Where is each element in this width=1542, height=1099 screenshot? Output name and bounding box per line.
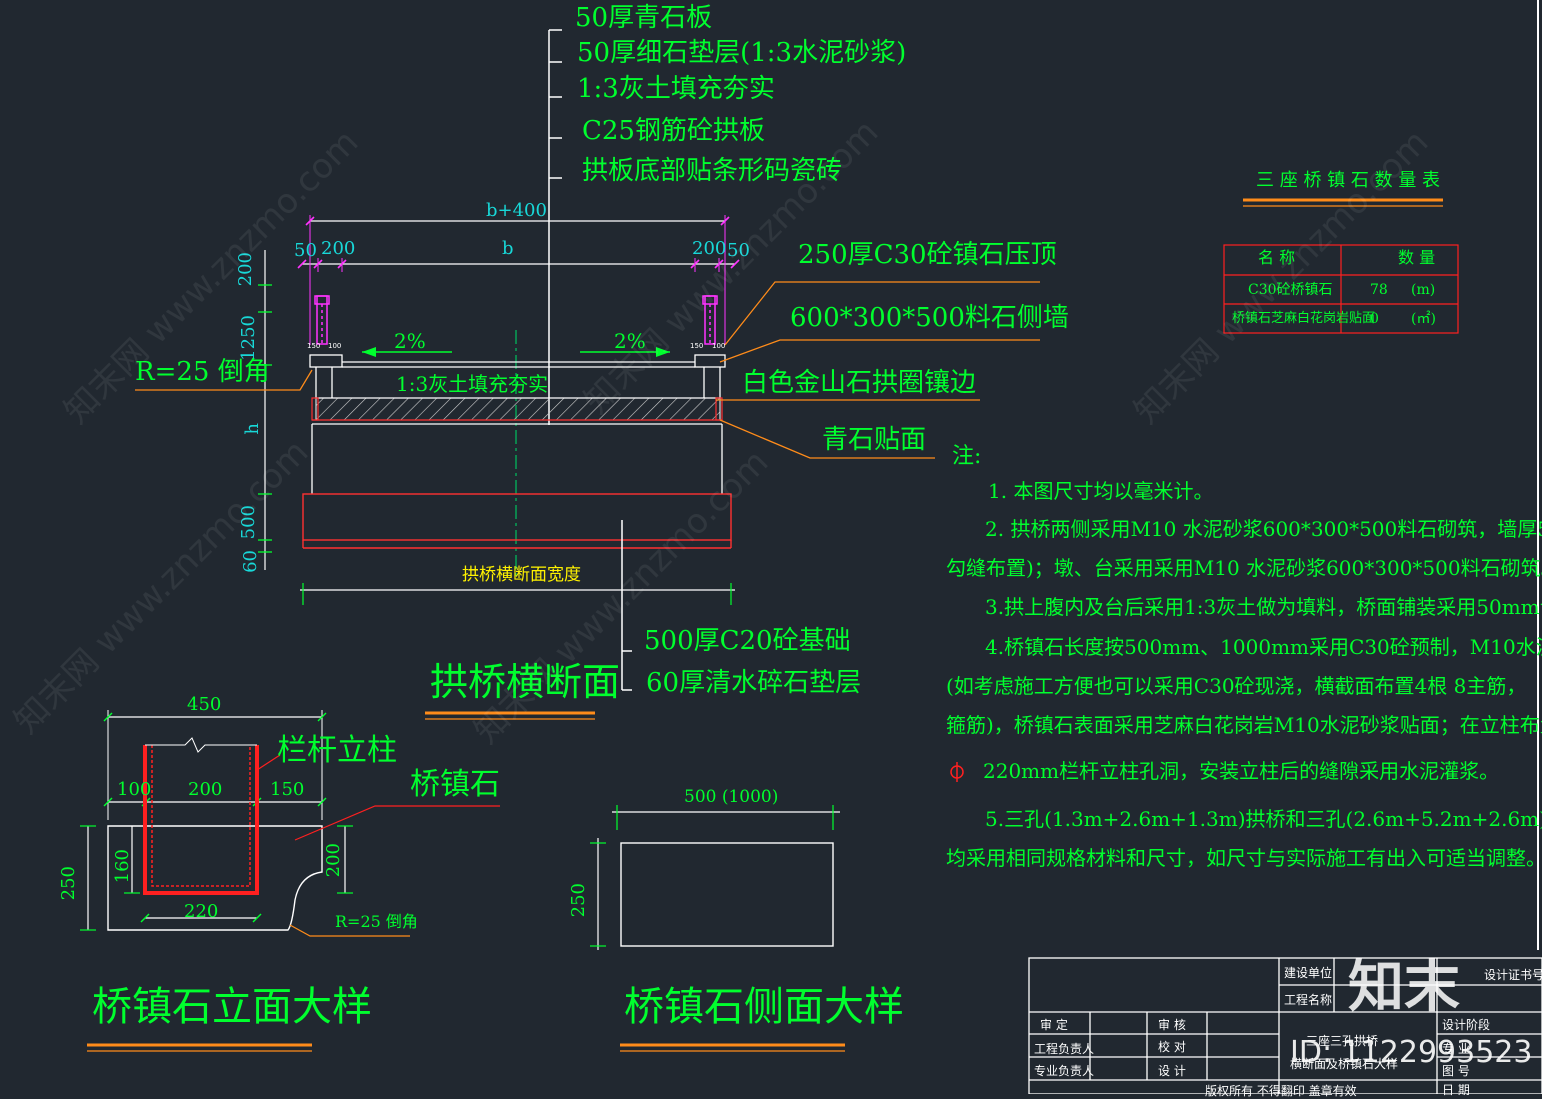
callout-wall: 600*300*500料石侧墙 [790, 303, 1069, 333]
tiny-dim-b: 100 [328, 342, 342, 350]
tb-review: 审 核 [1158, 1018, 1186, 1032]
dim-500-v: 500 [238, 505, 259, 540]
note-line-3: 勾缝布置)；墩、台采用采用M10 水泥砂浆600*300*500料石砌筑。 [946, 556, 1542, 580]
quantity-table [1223, 244, 1459, 334]
tb-pro-lead: 专业负责人 [1034, 1064, 1095, 1078]
dim-200-v: 200 [235, 252, 256, 287]
table-title: 三 座 桥 镇 石 数 量 表 [1256, 170, 1441, 191]
tb-date: 日 期 [1442, 1083, 1470, 1097]
elev-dim-160: 160 [112, 849, 133, 884]
layer-label-5: 拱板底部贴条形码瓷砖 [582, 156, 843, 186]
tiny-dim-a: 150 [307, 342, 321, 350]
fill-label: 1:3灰土填充夯实 [396, 372, 549, 396]
callout-cap: 250厚C30砼镇石压顶 [798, 240, 1057, 270]
layer-label-2: 50厚细石垫层(1:3水泥砂浆) [577, 38, 907, 68]
dim-50-right: 50 [727, 240, 750, 261]
tb-cert-no: 设计证书号 [1484, 968, 1542, 982]
label-chamfer-elev: R=25 倒角 [335, 912, 418, 931]
layer-gravel: 60厚清水碎石垫层 [646, 668, 862, 698]
dim-total: b+400 [486, 200, 547, 221]
note-line-4: 3.拱上腹内及台后采用1:3灰土做为填料，桥面铺装采用50mm青 [985, 595, 1542, 619]
layer-label-1: 50厚青石板 [575, 3, 713, 33]
title-side: 桥镇石侧面大样 [624, 984, 904, 1030]
callout-chamfer: R=25 倒角 [135, 357, 270, 387]
elev-dim-450: 450 [187, 694, 222, 715]
elev-dim-100: 100 [117, 779, 152, 800]
callout-arch-edge: 白色金山石拱圈镶边 [742, 368, 977, 398]
label-post: 栏杆立柱 [277, 733, 397, 768]
dim-60-v: 60 [240, 550, 261, 573]
elev-dim-150: 150 [270, 779, 305, 800]
cross-section [135, 29, 1040, 691]
slope-right: 2% [614, 329, 646, 353]
title-cross-section: 拱桥横断面 [430, 660, 621, 704]
side-dim-width: 500 (1000) [684, 787, 779, 807]
dim-b: b [502, 238, 514, 259]
dim-h-v: h [242, 423, 263, 435]
table-row1-name: C30砼桥镇石 [1248, 282, 1333, 298]
dim-1250-v: 1250 [238, 315, 259, 361]
tiny-dim-c: 150 [690, 342, 704, 350]
dim-50-left: 50 [294, 240, 317, 261]
layer-label-3: 1:3灰土填充夯实 [577, 74, 775, 104]
table-row1-unit: (m) [1411, 282, 1436, 298]
tiny-dim-d: 100 [712, 342, 726, 350]
elev-dim-200: 200 [188, 779, 223, 800]
tb-design-stage: 设计阶段 [1442, 1018, 1491, 1032]
title-block [1028, 957, 1542, 1094]
slope-left: 2% [394, 329, 426, 353]
layer-label-4: C25钢筋砼拱板 [582, 116, 765, 146]
tb-drawing-title-2: 横断面及桥镇石大样 [1290, 1057, 1399, 1071]
callout-facing: 青石贴面 [822, 425, 927, 455]
table-header-name: 名 称 [1258, 248, 1296, 267]
watermark-logo: 知末 [1348, 955, 1460, 1020]
note-line-5: 4.桥镇石长度按500mm、1000mm采用C30砼预制，M10水泥砂浆砌 [985, 635, 1542, 659]
elevation-detail [80, 710, 500, 937]
elev-dim-220: 220 [184, 901, 219, 922]
note-line-9: 5.三孔(1.3m+2.6m+1.3m)拱桥和三孔(2.6m+5.2m+2.6m… [985, 807, 1542, 831]
tb-project-name: 工程名称 [1284, 993, 1333, 1007]
notes-heading: 注: [952, 444, 982, 469]
layer-foundation: 500厚C20砼基础 [644, 626, 851, 656]
tb-eng-lead: 工程负责人 [1034, 1042, 1095, 1056]
tb-copyright: 版权所有 不得翻印 盖章有效 [1205, 1084, 1357, 1098]
elev-dim-200-v: 200 [323, 843, 344, 878]
table-header-qty: 数 量 [1398, 248, 1436, 267]
tb-design: 设 计 [1158, 1064, 1186, 1078]
note-line-6: (如考虑施工方便也可以采用C30砼现浇，横截面布置4根 8主筋， [946, 674, 1527, 698]
tb-drawing-no: 图 号 [1442, 1064, 1470, 1078]
label-stone: 桥镇石 [410, 767, 500, 802]
width-label: 拱桥横断面宽度 [462, 565, 581, 585]
tb-approve: 审 定 [1040, 1018, 1068, 1032]
table-row2-qty: 0 [1370, 311, 1379, 327]
note-line-10: 均采用相同规格材料和尺寸，如尺寸与实际施工有出入可适当调整。 [946, 846, 1542, 870]
tb-major: 专 业 [1442, 1042, 1470, 1056]
tb-drawing-title-1: 三座三孔拱桥 [1306, 1034, 1379, 1048]
watermark-id: ID: 1122993523 [1290, 1035, 1533, 1070]
title-elevation: 桥镇石立面大样 [92, 984, 372, 1030]
dim-200-left: 200 [321, 238, 356, 259]
note-line-8: 220mm栏杆立柱孔洞，安装立柱后的缝隙采用水泥灌浆。 [983, 759, 1500, 783]
table-row2-name: 桥镇石芝麻白花岗岩贴面 [1232, 311, 1376, 326]
side-dim-height: 250 [568, 883, 589, 918]
note-line-1: 1. 本图尺寸均以毫米计。 [988, 479, 1214, 503]
tb-check: 校 对 [1158, 1040, 1186, 1054]
note-line-2: 2. 拱桥两侧采用M10 水泥砂浆600*300*500料石砌筑，墙厚500 [985, 517, 1542, 541]
tb-build-unit: 建设单位 [1284, 966, 1333, 980]
table-row1-qty: 78 [1370, 282, 1388, 298]
note-line-7: 箍筋)，桥镇石表面采用芝麻白花岗岩M10水泥砂浆贴面；在立柱布置 [946, 713, 1542, 737]
side-detail [590, 805, 840, 950]
elev-dim-250: 250 [58, 866, 79, 901]
dim-200-right: 200 [692, 238, 727, 259]
table-row2-unit: (㎡) [1411, 311, 1436, 327]
